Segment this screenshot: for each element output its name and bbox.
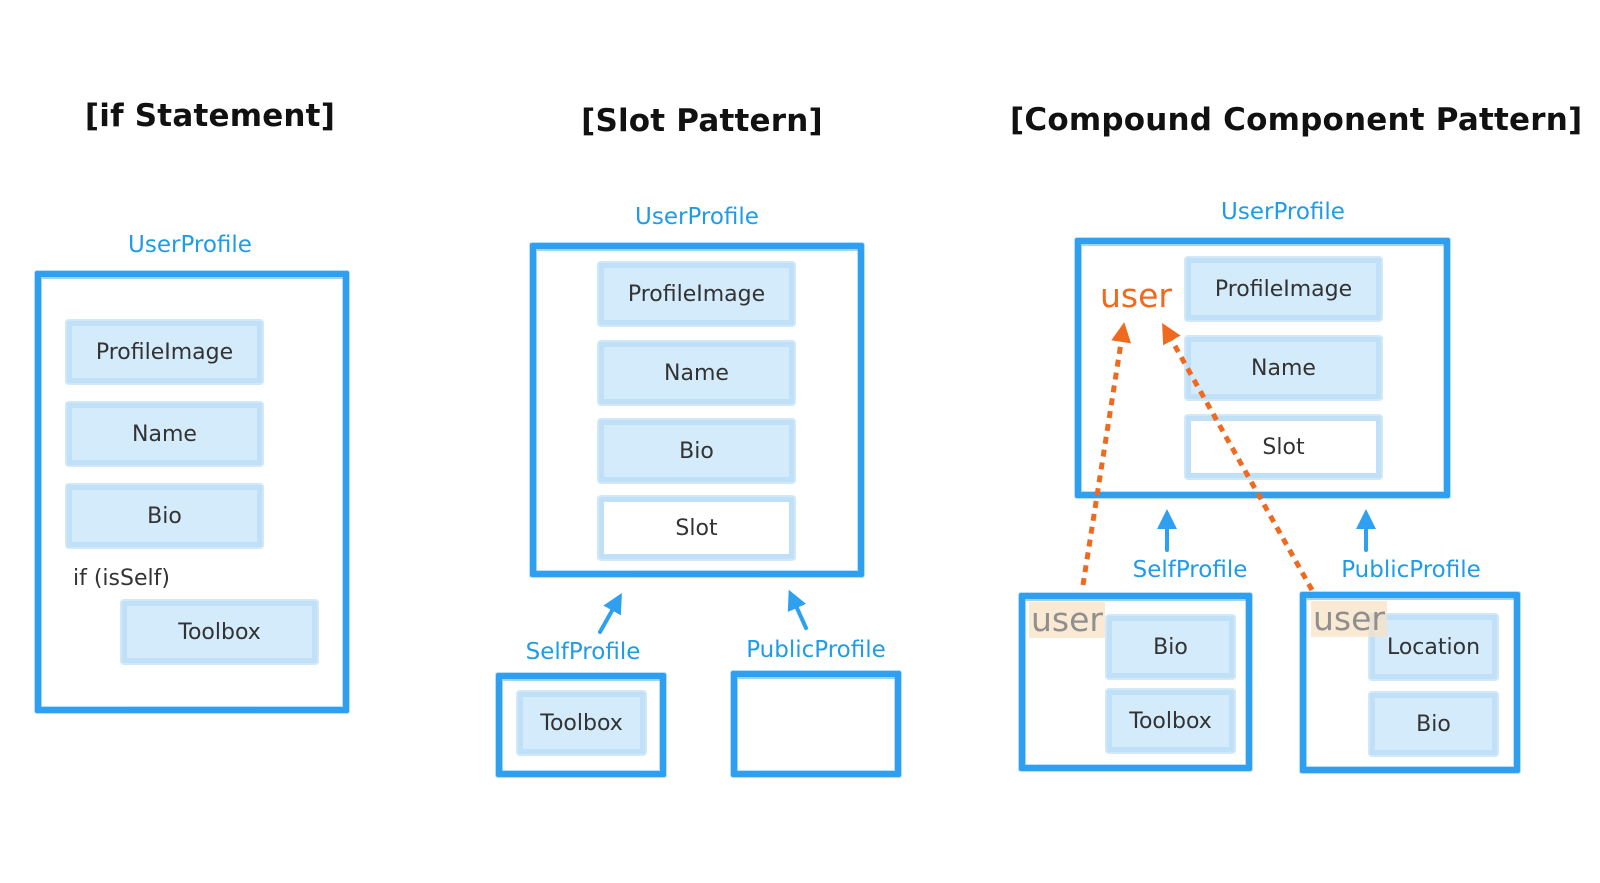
compound-userprofile-label: UserProfile (1221, 199, 1345, 225)
compound-publicprofile-user-tag: user (1311, 599, 1387, 638)
if-item-toolbox: Toolbox (122, 601, 317, 663)
slot-publicprofile-arrow (787, 589, 808, 630)
slot-item-bio: Bio (599, 420, 794, 482)
if-userprofile-label: UserProfile (128, 232, 252, 258)
if-item-name: Name (67, 403, 262, 465)
compound-selfprofile-user-tag: user (1029, 600, 1105, 639)
compound-publicprofile-location: Location (1370, 615, 1497, 679)
title-slot-pattern: [Slot Pattern] (581, 103, 823, 139)
slot-item-slot: Slot (599, 497, 794, 559)
slot-userprofile-label: UserProfile (635, 204, 759, 230)
compound-selfprofile-bio: Bio (1107, 616, 1234, 678)
if-item-bio: Bio (67, 485, 262, 547)
slot-publicprofile-frame (731, 671, 901, 777)
compound-item-slot: Slot (1186, 416, 1381, 478)
title-compound-pattern: [Compound Component Pattern] (1010, 102, 1583, 138)
compound-publicprofile-bio: Bio (1370, 693, 1497, 755)
slot-item-name: Name (599, 342, 794, 404)
compound-selfprofile-toolbox: Toolbox (1107, 690, 1234, 752)
slot-selfprofile-label: SelfProfile (525, 639, 641, 665)
compound-selfprofile-label: SelfProfile (1132, 557, 1248, 583)
compound-user-prop: user (1100, 276, 1172, 315)
if-condition-text: if (isSelf) (73, 566, 170, 591)
if-item-profileimage: ProfileImage (67, 321, 262, 383)
slot-publicprofile-label: PublicProfile (746, 637, 886, 663)
compound-item-name: Name (1186, 337, 1381, 399)
slot-item-profileimage: ProfileImage (599, 263, 794, 325)
title-if-statement: [if Statement] (84, 98, 336, 134)
slot-selfprofile-toolbox: Toolbox (518, 692, 645, 754)
slot-selfprofile-arrow (598, 593, 622, 634)
compound-publicprofile-label: PublicProfile (1341, 557, 1481, 583)
compound-item-profileimage: ProfileImage (1186, 258, 1381, 320)
